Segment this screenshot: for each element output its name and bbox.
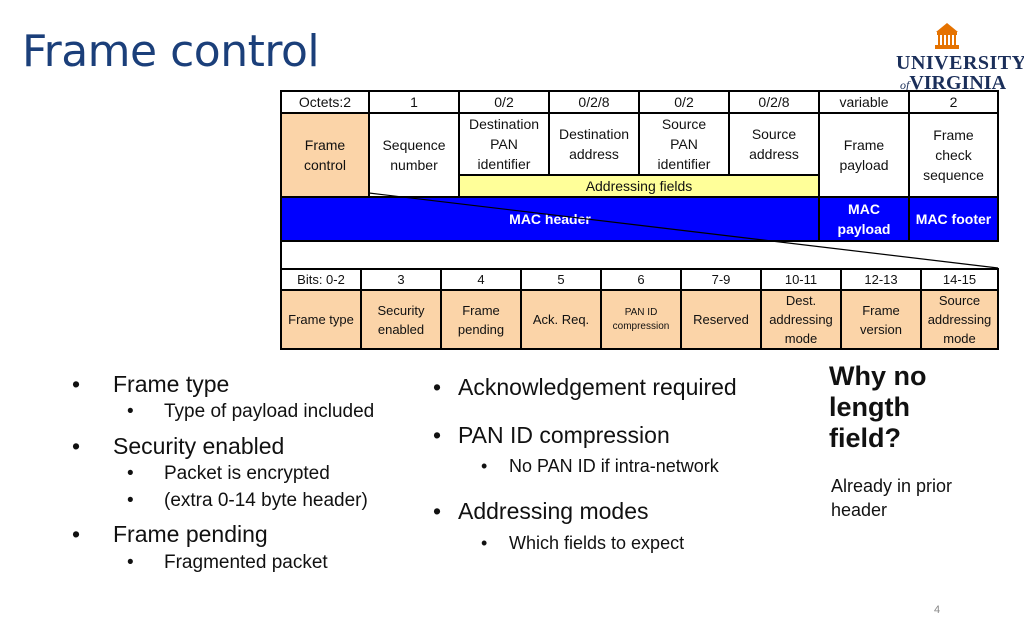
octets-cell: 2 <box>908 90 999 114</box>
octets-cell: variable <box>818 90 910 114</box>
octets-cell: 0/2/8 <box>548 90 640 114</box>
octets-cell: 0/2 <box>638 90 730 114</box>
bits-cell: 3 <box>360 268 442 291</box>
already-in-header-note: Already in prior header <box>831 476 953 520</box>
bullet-addressing-modes: Addressing modes <box>458 498 649 524</box>
bullet-dot: • <box>127 463 134 484</box>
bullet-dot: • <box>433 374 442 400</box>
bits-cell: 4 <box>440 268 522 291</box>
addressing-fields: Addressing fields <box>458 174 820 198</box>
sub-bullet-fields: Which fields to expect <box>509 533 685 553</box>
octets-cell: 0/2/8 <box>728 90 820 114</box>
octets-cell: Octets:2 <box>280 90 370 114</box>
expansion-gap <box>280 236 997 268</box>
bullet-ack: Acknowledgement required <box>458 374 737 400</box>
bits-cell: 10-11 <box>760 268 842 291</box>
page-number: 4 <box>934 604 941 616</box>
bits-cell: 6 <box>600 268 682 291</box>
sub-bullet-extra-header: (extra 0-14 byte header) <box>164 490 368 511</box>
fc-frame-type: Frame type <box>280 289 362 350</box>
bullet-panid: PAN ID compression <box>458 422 670 448</box>
bits-cell: 5 <box>520 268 602 291</box>
bullet-dot: • <box>127 552 134 573</box>
bullet-frame-pending: Frame pending <box>113 521 268 547</box>
mac-header: MAC header <box>280 196 820 242</box>
bits-cell: 7-9 <box>680 268 762 291</box>
bullet-security: Security enabled <box>113 433 285 459</box>
frame-control-table: Bits: 0-2 3 4 5 6 7-9 10-11 12-13 14-15 … <box>280 268 999 350</box>
mac-frame-table: Octets:2 1 0/2 0/2/8 0/2 0/2/8 variable … <box>280 90 999 242</box>
bullet-dot: • <box>127 490 134 511</box>
rotunda-icon <box>935 23 959 49</box>
bullet-dot: • <box>433 498 442 524</box>
fc-reserved: Reserved <box>680 289 762 350</box>
bullet-dot: • <box>127 401 134 422</box>
bullet-dot: • <box>72 371 81 397</box>
addressing-row: Addressing fields <box>281 174 998 198</box>
sub-bullet-no-panid: No PAN ID if intra-network <box>509 456 719 476</box>
sub-bullet-encrypted: Packet is encrypted <box>164 463 330 484</box>
bullet-frame-type: Frame type <box>113 371 230 397</box>
university-logo: UNIVERSITY ofVIRGINIA <box>896 20 1024 94</box>
bits-cell: Bits: 0-2 <box>280 268 362 291</box>
bullet-dot: • <box>481 533 488 553</box>
mac-footer: MAC footer <box>908 196 999 242</box>
sub-bullet-payload: Type of payload included <box>164 401 375 422</box>
slide-title: Frame control <box>22 26 320 77</box>
bullet-dot: • <box>433 422 442 448</box>
fc-ack-req: Ack. Req. <box>520 289 602 350</box>
octets-cell: 0/2 <box>458 90 550 114</box>
bits-cell: 14-15 <box>920 268 999 291</box>
bullet-dot: • <box>72 521 81 547</box>
octets-cell: 1 <box>368 90 460 114</box>
logo-line-1: UNIVERSITY <box>896 52 1024 74</box>
bits-row: Bits: 0-2 3 4 5 6 7-9 10-11 12-13 14-15 <box>280 268 999 291</box>
why-no-length-callout: Why no length field? <box>829 361 927 453</box>
bits-cell: 12-13 <box>840 268 922 291</box>
bullet-dot: • <box>72 433 81 459</box>
bullet-dot: • <box>481 456 488 476</box>
logo-line-2: ofVIRGINIA <box>899 72 1007 94</box>
sub-bullet-fragmented: Fragmented packet <box>164 552 328 573</box>
octets-row: Octets:2 1 0/2 0/2/8 0/2 0/2/8 variable … <box>280 90 999 114</box>
